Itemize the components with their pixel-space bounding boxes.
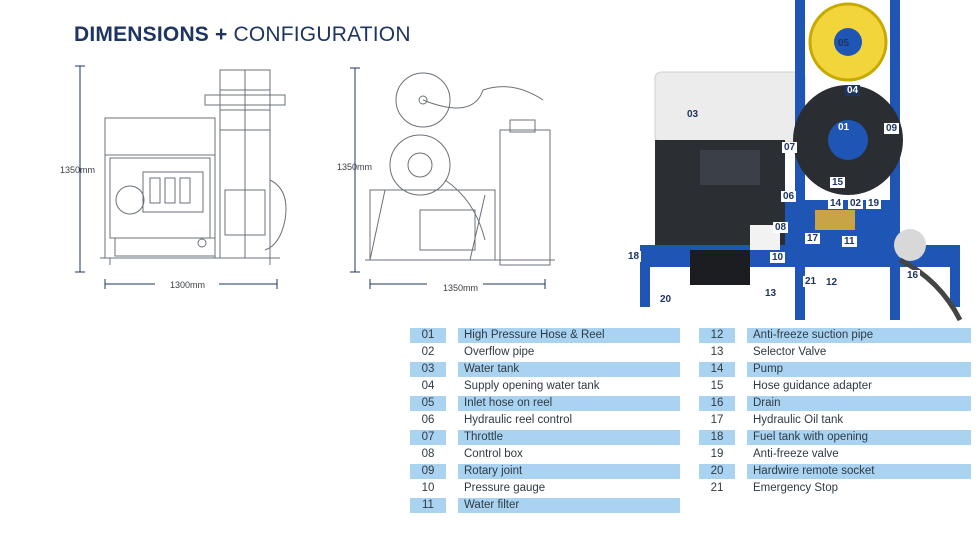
legend-label: Control box xyxy=(464,448,523,460)
callout: 15 xyxy=(830,177,846,188)
page-title: DIMENSIONS+CONFIGURATION xyxy=(74,23,411,47)
legend-row: 07 Throttle xyxy=(410,429,680,446)
legend-number: 05 xyxy=(410,396,446,411)
callout: 05 xyxy=(838,38,850,49)
callout: 02 xyxy=(848,198,864,209)
legend-row: 01 High Pressure Hose & Reel xyxy=(410,327,680,344)
legend-row: 05 Inlet hose on reel xyxy=(410,395,680,412)
legend-row: 13 Selector Valve xyxy=(699,344,971,361)
legend-label: Inlet hose on reel xyxy=(458,396,680,411)
legend-left: 01 High Pressure Hose & Reel 02 Overflow pi… xyxy=(410,327,680,514)
callout: 14 xyxy=(828,198,844,209)
legend-number: 17 xyxy=(710,414,724,426)
front-view-drawing xyxy=(75,65,287,289)
legend-right: 12 Anti-freeze suction pipe 13 Selector Val… xyxy=(699,327,971,497)
side-view-drawing xyxy=(350,67,555,289)
legend-label: Water tank xyxy=(458,362,680,377)
front-width-label: 1300mm xyxy=(170,280,206,290)
legend-number: 04 xyxy=(421,380,435,392)
callout: 11 xyxy=(842,236,857,247)
callout: 07 xyxy=(782,142,798,153)
legend-label: Selector Valve xyxy=(753,346,827,358)
callout: 20 xyxy=(658,294,674,305)
legend-label: Hydraulic reel control xyxy=(464,414,573,426)
callout: 13 xyxy=(763,288,779,299)
legend-label: Rotary joint xyxy=(458,464,680,479)
legend-number: 02 xyxy=(421,346,435,358)
title-plus: + xyxy=(215,23,228,46)
legend-label: Fuel tank with opening xyxy=(747,430,971,445)
legend-row: 21 Emergency Stop xyxy=(699,480,971,497)
legend-row: 17 Hydraulic Oil tank xyxy=(699,412,971,429)
legend-row: 03 Water tank xyxy=(410,361,680,378)
callout: 17 xyxy=(805,233,821,244)
legend-number: 12 xyxy=(699,328,735,343)
legend-label: High Pressure Hose & Reel xyxy=(458,328,680,343)
legend-row: 12 Anti-freeze suction pipe xyxy=(699,327,971,344)
legend-number: 19 xyxy=(710,448,724,460)
callout: 18 xyxy=(626,251,642,262)
title-dimensions: DIMENSIONS xyxy=(74,23,210,46)
legend-number: 08 xyxy=(421,448,435,460)
legend-row: 06 Hydraulic reel control xyxy=(410,412,680,429)
legend-row: 15 Hose guidance adapter xyxy=(699,378,971,395)
legend-number: 20 xyxy=(699,464,735,479)
legend-label: Pump xyxy=(747,362,971,377)
legend-row: 16 Drain xyxy=(699,395,971,412)
legend-row: 20 Hardwire remote socket xyxy=(699,463,971,480)
legend-number: 18 xyxy=(699,430,735,445)
equipment-photo xyxy=(640,0,963,322)
legend-row: 04 Supply opening water tank xyxy=(410,378,680,395)
legend-number: 14 xyxy=(699,362,735,377)
legend-label: Supply opening water tank xyxy=(464,380,600,392)
legend-label: Water filter xyxy=(458,498,680,513)
legend-number: 03 xyxy=(410,362,446,377)
legend-label: Anti-freeze valve xyxy=(753,448,839,460)
legend-number: 11 xyxy=(410,498,446,513)
callout: 04 xyxy=(845,85,861,96)
callout: 12 xyxy=(824,277,840,288)
front-height-label: 1350mm xyxy=(60,165,96,175)
legend-row: 10 Pressure gauge xyxy=(410,480,680,497)
callout: 10 xyxy=(770,252,786,263)
legend-number: 01 xyxy=(410,328,446,343)
legend-row: 08 Control box xyxy=(410,446,680,463)
legend-row: 18 Fuel tank with opening xyxy=(699,429,971,446)
legend-row: 14 Pump xyxy=(699,361,971,378)
legend-label: Throttle xyxy=(458,430,680,445)
callout: 09 xyxy=(884,123,900,134)
callout: 03 xyxy=(687,109,699,120)
side-width-label: 1350mm xyxy=(443,283,479,293)
legend-label: Overflow pipe xyxy=(464,346,535,358)
legend-number: 07 xyxy=(410,430,446,445)
callout: 16 xyxy=(905,270,921,281)
title-configuration: CONFIGURATION xyxy=(233,23,411,46)
legend-label: Anti-freeze suction pipe xyxy=(747,328,971,343)
side-height-label: 1350mm xyxy=(337,162,373,172)
legend-label: Hydraulic Oil tank xyxy=(753,414,844,426)
legend-row: 09 Rotary joint xyxy=(410,463,680,480)
callout: 21 xyxy=(803,276,819,287)
legend-number: 13 xyxy=(710,346,724,358)
callout: 08 xyxy=(773,222,789,233)
callout: 06 xyxy=(781,191,797,202)
legend-number: 16 xyxy=(699,396,735,411)
legend-label: Drain xyxy=(747,396,971,411)
callout: 01 xyxy=(838,122,850,133)
legend-number: 15 xyxy=(710,380,724,392)
legend-number: 10 xyxy=(421,482,435,494)
legend-label: Pressure gauge xyxy=(464,482,546,494)
legend-row: 19 Anti-freeze valve xyxy=(699,446,971,463)
legend-row: 02 Overflow pipe xyxy=(410,344,680,361)
callout: 19 xyxy=(866,198,882,209)
legend-row: 11 Water filter xyxy=(410,497,680,514)
legend-label: Hardwire remote socket xyxy=(747,464,971,479)
legend-label: Emergency Stop xyxy=(753,482,839,494)
legend-number: 21 xyxy=(710,482,724,494)
legend-number: 09 xyxy=(410,464,446,479)
legend-number: 06 xyxy=(421,414,435,426)
legend-label: Hose guidance adapter xyxy=(753,380,872,392)
